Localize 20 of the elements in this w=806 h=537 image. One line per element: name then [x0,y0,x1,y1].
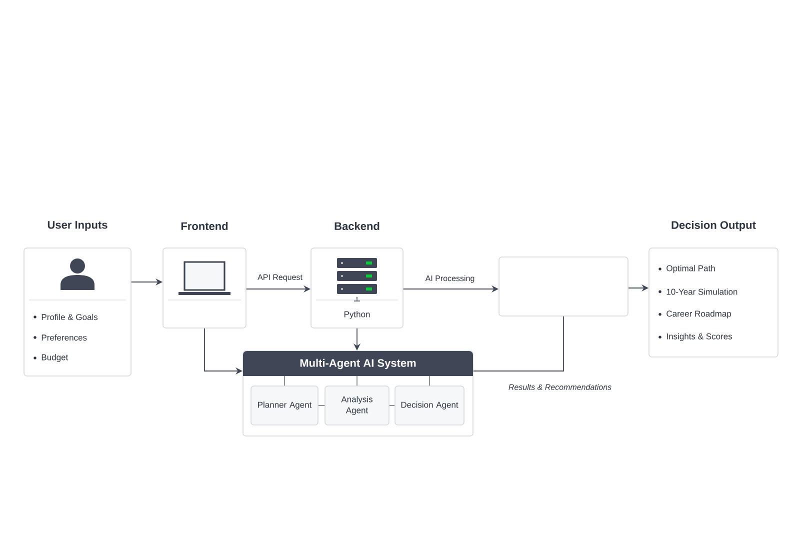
node-label: Python [344,311,370,319]
connector-line [472,316,564,372]
connector-line [389,405,395,406]
list-item: Optimal Path [658,265,715,273]
heading: User Inputs [48,221,108,231]
agent-box: Decision Agent [394,386,464,426]
list-item: 10-Year Simulation [658,288,738,295]
connector-line [318,405,325,406]
list-item: Career Roadmap [658,310,732,318]
edge-label: Results & Recommendations [507,383,613,391]
list-item: Profile & Goals [34,314,98,320]
heading: Frontend [181,222,228,230]
list-item: Budget [34,354,68,362]
empty-box [498,256,628,316]
agent-box: Analysis Agent [324,386,390,426]
heading: Backend [334,222,380,230]
list-item: Insights & Scores [658,333,732,342]
heading: Decision Output [672,220,756,232]
agent-box: Planner Agent [250,386,318,426]
list-item: Preferences [34,334,87,341]
